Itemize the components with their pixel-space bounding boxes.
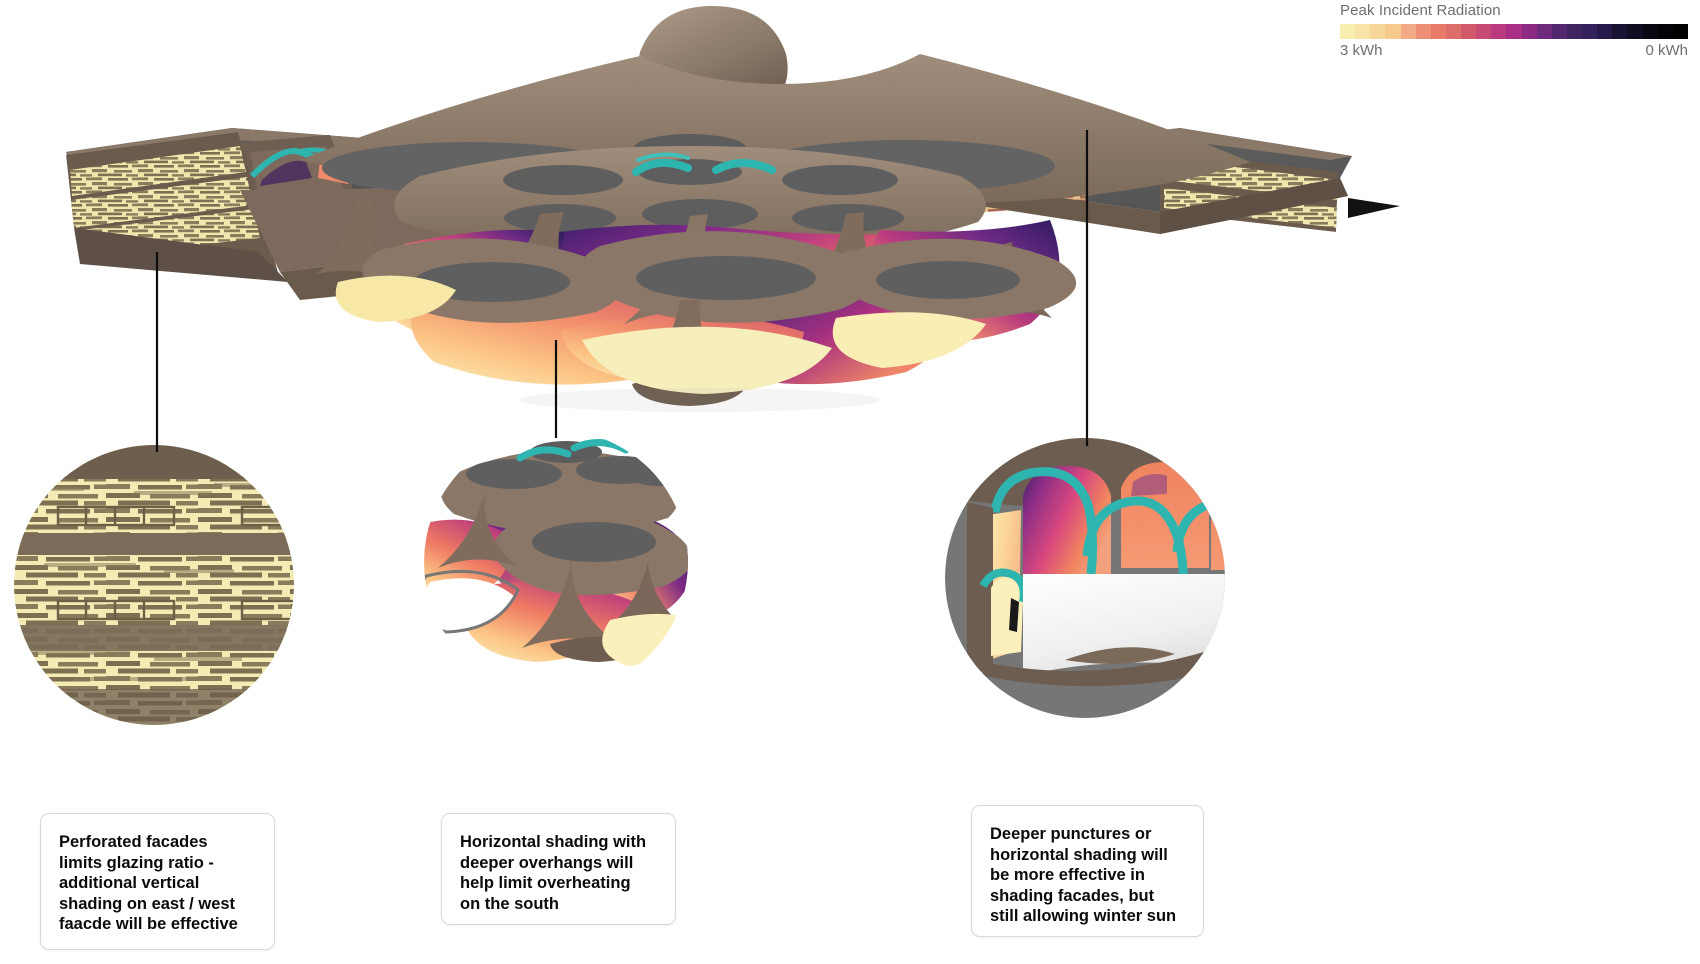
legend-scale-labels: 3 kWh 0 kWh <box>1340 42 1688 59</box>
legend-swatch-9 <box>1476 24 1492 39</box>
legend-swatch-3 <box>1385 24 1401 39</box>
legend-swatch-14 <box>1551 24 1567 39</box>
caption-text: Perforated facades limits glazing ratio … <box>59 833 238 933</box>
legend-min-label: 0 kWh <box>1645 42 1688 59</box>
legend-swatch-2 <box>1370 24 1386 39</box>
canopy-underside-heatmap <box>335 212 1077 406</box>
legend-swatch-0 <box>1340 24 1356 39</box>
radiation-legend: Peak Incident Radiation 3 kWh 0 kWh <box>1340 2 1688 59</box>
legend-swatch-21 <box>1657 24 1673 39</box>
legend-title: Peak Incident Radiation <box>1340 2 1501 19</box>
legend-swatch-18 <box>1612 24 1628 39</box>
legend-swatch-17 <box>1597 24 1613 39</box>
legend-swatch-10 <box>1491 24 1507 39</box>
legend-swatch-11 <box>1506 24 1522 39</box>
detail-canopy-underside <box>424 430 688 694</box>
legend-max-label: 3 kWh <box>1340 42 1383 59</box>
legend-swatch-5 <box>1415 24 1431 39</box>
caption-deeper-punctures: Deeper punctures or horizontal shading w… <box>971 805 1204 937</box>
legend-swatch-1 <box>1355 24 1371 39</box>
legend-swatch-8 <box>1461 24 1477 39</box>
caption-perforated-facade: Perforated facades limits glazing ratio … <box>40 813 275 950</box>
legend-swatch-16 <box>1582 24 1598 39</box>
caption-text: Horizontal shading with deeper overhangs… <box>460 833 647 913</box>
legend-swatch-20 <box>1642 24 1658 39</box>
legend-swatch-12 <box>1521 24 1537 39</box>
legend-colorbar <box>1340 24 1688 39</box>
caption-text: Deeper punctures or horizontal shading w… <box>990 825 1177 925</box>
legend-swatch-13 <box>1536 24 1552 39</box>
caption-horizontal-shading: Horizontal shading with deeper overhangs… <box>441 813 676 925</box>
legend-swatch-15 <box>1566 24 1582 39</box>
legend-swatch-4 <box>1400 24 1416 39</box>
legend-swatch-7 <box>1445 24 1461 39</box>
legend-swatch-6 <box>1430 24 1446 39</box>
legend-swatch-22 <box>1672 24 1688 39</box>
detail-puncture-shading <box>945 438 1225 718</box>
building-render <box>66 6 1400 412</box>
legend-swatch-19 <box>1627 24 1643 39</box>
detail-perforated-facade <box>14 445 294 725</box>
render-shadows <box>520 388 880 412</box>
